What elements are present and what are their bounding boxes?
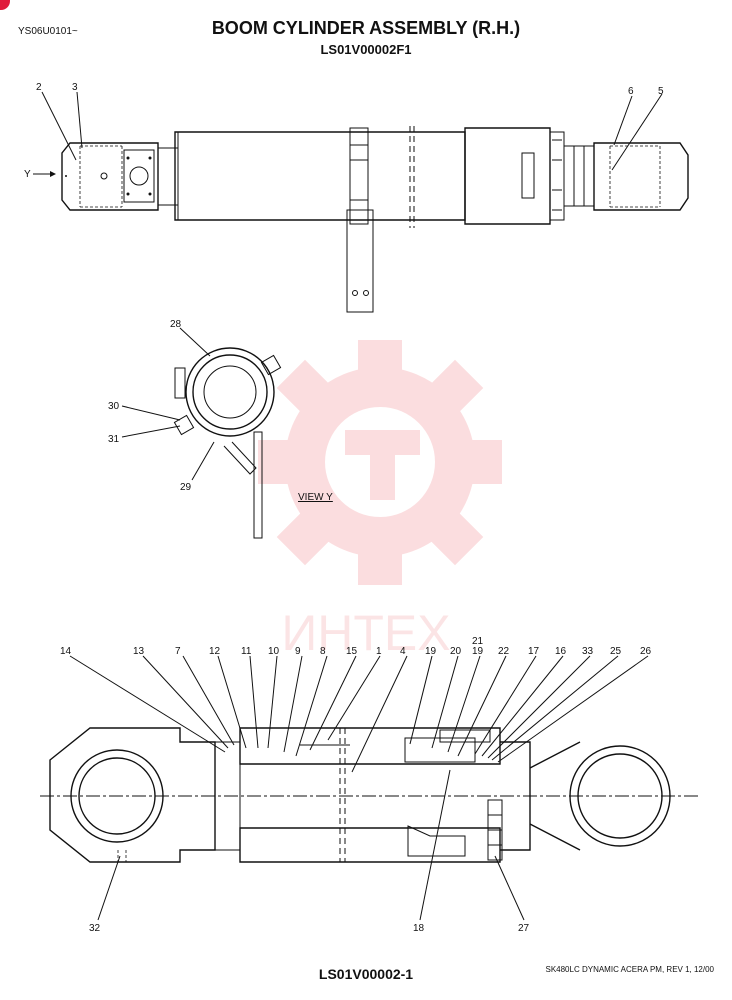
callout-6: 6 bbox=[628, 86, 634, 97]
callout-10: 10 bbox=[268, 646, 280, 657]
callout-30: 30 bbox=[108, 401, 120, 412]
top-view-cylinder bbox=[33, 126, 689, 313]
callout-4: 4 bbox=[400, 646, 406, 657]
footer-part-number: LS01V00002-1 bbox=[318, 966, 414, 982]
callout-33: 33 bbox=[582, 646, 594, 657]
document-id: YS06U0101~ bbox=[18, 26, 78, 37]
callout-3: 3 bbox=[72, 82, 78, 93]
callout-9: 9 bbox=[295, 646, 301, 657]
view-y-callouts bbox=[121, 327, 215, 481]
view-y-label: VIEW Y bbox=[298, 492, 333, 503]
section-view-drawing bbox=[40, 727, 700, 863]
callout-8: 8 bbox=[320, 646, 326, 657]
callout-7: 7 bbox=[175, 646, 181, 657]
callout-25: 25 bbox=[610, 646, 622, 657]
callout-19-a: 19 bbox=[425, 646, 437, 657]
callout-5: 5 bbox=[658, 86, 664, 97]
callout-28: 28 bbox=[170, 319, 182, 330]
callout-20: 20 bbox=[450, 646, 462, 657]
callout-2: 2 bbox=[36, 82, 42, 93]
part-code: LS01V00002F1 bbox=[320, 42, 412, 57]
callout-16: 16 bbox=[555, 646, 567, 657]
callout-1: 1 bbox=[376, 646, 382, 657]
callout-27: 27 bbox=[518, 923, 530, 934]
callout-17: 17 bbox=[528, 646, 540, 657]
callout-26: 26 bbox=[640, 646, 652, 657]
callout-22: 22 bbox=[498, 646, 510, 657]
section-view-leaders bbox=[69, 655, 649, 921]
watermark-logo bbox=[258, 340, 502, 585]
callout-21: 21 bbox=[472, 636, 484, 647]
footer-revision: SK480LC DYNAMIC ACERA PM, REV 1, 12/00 bbox=[545, 965, 714, 974]
callout-31: 31 bbox=[108, 434, 120, 445]
top-view-callouts bbox=[41, 91, 663, 171]
callout-29: 29 bbox=[180, 482, 192, 493]
view-arrow-label: Y bbox=[24, 169, 31, 180]
callout-18: 18 bbox=[413, 923, 425, 934]
callout-14: 14 bbox=[60, 646, 72, 657]
callout-19-b: 19 bbox=[472, 646, 484, 657]
watermark-text: ИНТЕХ bbox=[281, 605, 450, 661]
page-title: BOOM CYLINDER ASSEMBLY (R.H.) bbox=[211, 18, 521, 38]
callout-12: 12 bbox=[209, 646, 221, 657]
callout-32: 32 bbox=[89, 923, 101, 934]
view-y-drawing bbox=[173, 347, 282, 539]
callout-15: 15 bbox=[346, 646, 358, 657]
callout-11: 11 bbox=[241, 646, 252, 657]
callout-13: 13 bbox=[133, 646, 145, 657]
corner-marker bbox=[0, 0, 10, 10]
